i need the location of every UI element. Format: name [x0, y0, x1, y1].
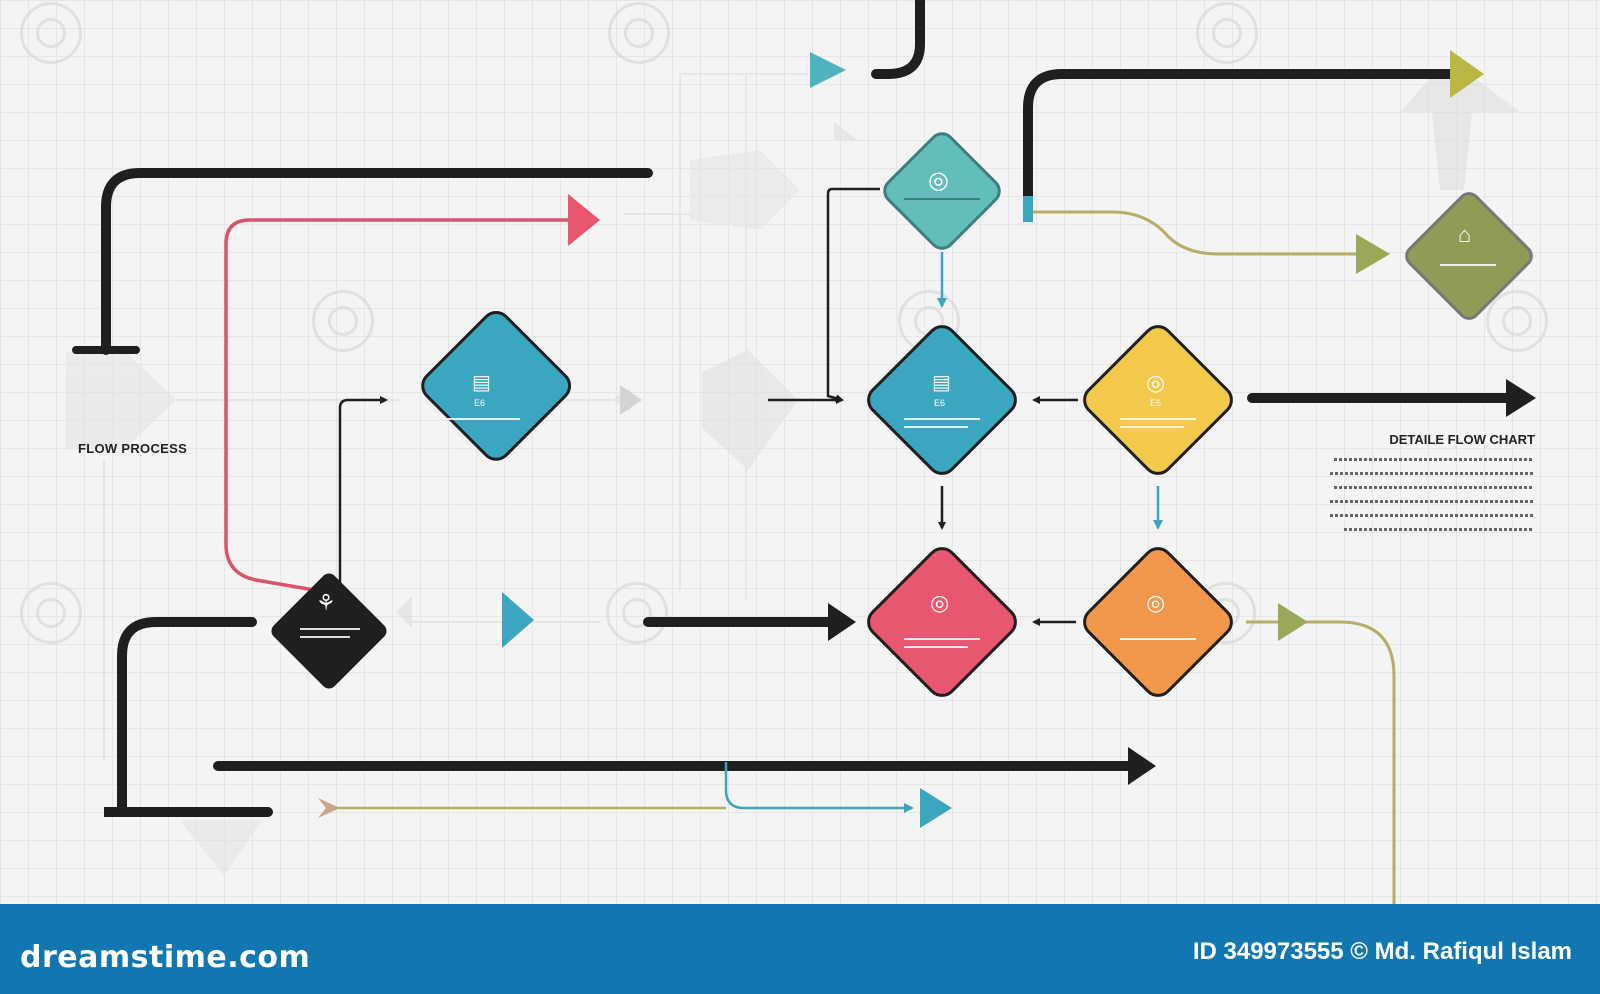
node-yellow-code: E6	[1150, 398, 1162, 408]
node-black	[271, 573, 387, 689]
diagram-canvas: ▤ E6 ◎ ▤ E6 ◎ E6 ◎ ◎ ⚘ ⌂ FLOW PROCESS DE…	[0, 0, 1600, 904]
detail-flow-chart-title: DETAILE FLOW CHART	[1389, 432, 1535, 447]
teal-arrowhead-middle	[502, 592, 534, 648]
watermark-swirl	[20, 582, 82, 644]
teal-top-to-center	[826, 187, 880, 403]
node-teal-center	[867, 325, 1017, 475]
faint-background-shapes	[66, 73, 1520, 876]
node-black-icon: ⚘	[316, 590, 336, 615]
node-teal-center-icon: ▤	[932, 372, 951, 394]
node-teal-top-icon: ◎	[928, 167, 949, 194]
thin-connectors	[338, 187, 1078, 626]
tan-connector-right	[1028, 210, 1356, 256]
thick-connectors	[72, 0, 1517, 817]
node-teal-center-code: E6	[934, 398, 946, 408]
brand-logo[interactable]: dreamstime.com	[20, 940, 311, 975]
node-orange	[1083, 547, 1233, 697]
olive-arrowhead-bottom	[1278, 603, 1308, 641]
node-teal-top	[883, 132, 1001, 250]
arrowhead-bottom-long	[1128, 747, 1156, 785]
node-red	[867, 547, 1017, 697]
node-teal-left	[421, 310, 572, 461]
teal-arrowhead-bottom	[920, 788, 952, 828]
olive-arrowhead-top	[1450, 50, 1484, 98]
image-credit: ID 349973555 © Md. Rafiqul Islam	[1192, 938, 1572, 965]
node-orange-icon: ◎	[1146, 590, 1166, 615]
flow-process-label: FLOW PROCESS	[78, 441, 188, 456]
arrowhead-yellow-right	[1506, 379, 1536, 417]
node-teal-left-icon: ▤	[472, 372, 491, 394]
watermark-swirl	[20, 2, 82, 64]
watermark-swirl	[312, 290, 374, 352]
tan-connector-bottom-right	[1246, 620, 1396, 904]
flowchart-svg	[66, 0, 1536, 904]
watermark-swirl	[608, 2, 670, 64]
teal-arrowhead-top	[810, 52, 846, 88]
node-yellow	[1083, 325, 1233, 475]
arrowhead-to-red	[828, 603, 856, 641]
node-yellow-icon: ◎	[1146, 370, 1166, 395]
connector-top-center	[871, 0, 925, 79]
tan-arrow-tail	[318, 798, 340, 818]
olive-arrowhead-right	[1356, 234, 1390, 274]
pink-arrowhead	[568, 194, 600, 246]
black-to-teal-left	[338, 396, 388, 590]
node-red-icon: ◎	[930, 590, 950, 615]
teal-low-branch	[724, 762, 914, 813]
pink-connector	[224, 218, 576, 592]
footer-bar: dreamstime.com ID 349973555 © Md. Rafiqu…	[0, 904, 1600, 994]
grey-arrowhead	[620, 385, 642, 415]
thick-arrowheads	[828, 379, 1536, 785]
connector-top-right	[1023, 69, 1459, 201]
connector-top-left	[101, 168, 653, 355]
thin-teal-connectors	[724, 252, 1163, 813]
node-olive	[1405, 192, 1533, 320]
node-olive-icon: ⌂	[1458, 222, 1472, 247]
node-text-lines	[300, 198, 1496, 648]
node-teal-left-code: E6	[474, 398, 486, 408]
watermark-swirl	[606, 582, 668, 644]
connector-bottom-left	[104, 617, 273, 817]
watermark-swirl	[1486, 290, 1548, 352]
watermark-swirl	[1196, 2, 1258, 64]
